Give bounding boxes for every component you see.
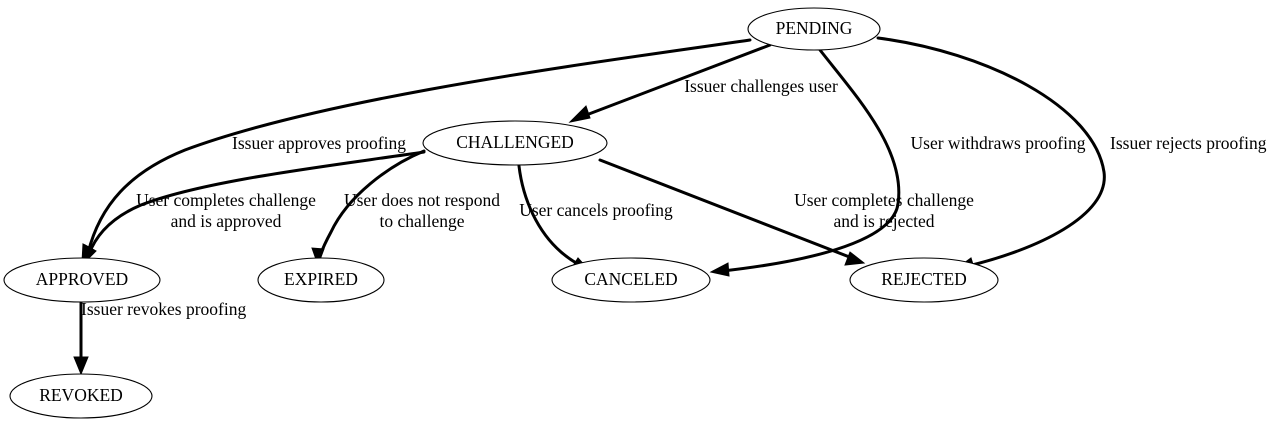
node-pending[interactable]: PENDING bbox=[747, 7, 881, 51]
node-label-canceled: CANCELED bbox=[584, 269, 677, 289]
edge-label-user-withdraws-proofing: User withdraws proofing bbox=[911, 133, 1086, 153]
edge-challenged-expired bbox=[311, 149, 426, 267]
node-ellipse-challenged[interactable] bbox=[422, 120, 608, 166]
edge-label-completes-rejected-line2: and is rejected bbox=[833, 211, 934, 231]
node-canceled[interactable]: CANCELED bbox=[551, 257, 711, 303]
node-revoked[interactable]: REVOKED bbox=[9, 373, 153, 419]
node-rejected[interactable]: REJECTED bbox=[849, 257, 999, 303]
node-ellipse-pending[interactable] bbox=[747, 7, 881, 51]
edge-label-issuer-revokes-proofing: Issuer revokes proofing bbox=[81, 299, 246, 319]
node-ellipse-canceled[interactable] bbox=[551, 257, 711, 303]
edge-label-completes-approved-line1: User completes challenge bbox=[136, 190, 316, 210]
node-challenged[interactable]: CHALLENGED bbox=[422, 120, 608, 166]
arrowhead-approved-revoked bbox=[73, 356, 89, 376]
edge-path-challenged-canceled bbox=[517, 164, 582, 267]
node-ellipse-expired[interactable] bbox=[257, 257, 385, 303]
edge-label-user-cancels-proofing: User cancels proofing bbox=[519, 200, 673, 220]
edge-path-pending-challenged bbox=[579, 43, 772, 119]
node-ellipse-rejected[interactable] bbox=[849, 257, 999, 303]
edge-path-pending-rejected bbox=[876, 36, 1106, 268]
edge-label-completes-rejected-line1: User completes challenge bbox=[794, 190, 974, 210]
edge-path-challenged-approved bbox=[87, 150, 426, 256]
node-ellipse-approved[interactable] bbox=[3, 257, 161, 303]
node-approved[interactable]: APPROVED bbox=[3, 257, 161, 303]
edge-label-no-respond-line2: to challenge bbox=[379, 211, 464, 231]
edge-path-pending-approved bbox=[86, 38, 752, 255]
node-ellipse-revoked[interactable] bbox=[9, 373, 153, 419]
edge-label-issuer-approves-proofing: Issuer approves proofing bbox=[232, 133, 406, 153]
node-label-rejected: REJECTED bbox=[881, 269, 967, 289]
edge-challenged-rejected bbox=[598, 158, 866, 266]
edge-label-issuer-challenges-user: Issuer challenges user bbox=[684, 76, 838, 96]
arrowhead-challenged-rejected bbox=[844, 251, 866, 266]
edge-path-challenged-rejected bbox=[598, 158, 854, 260]
edge-pending-challenged bbox=[568, 43, 772, 123]
node-label-pending: PENDING bbox=[776, 18, 853, 38]
node-label-approved: APPROVED bbox=[36, 269, 128, 289]
edge-path-pending-canceled bbox=[721, 48, 901, 273]
edge-label-completes-approved-line2: and is approved bbox=[171, 211, 282, 231]
edge-label-no-respond-line1: User does not respond bbox=[344, 190, 500, 210]
node-expired[interactable]: EXPIRED bbox=[257, 257, 385, 303]
arrowhead-pending-canceled bbox=[709, 262, 730, 277]
node-label-expired: EXPIRED bbox=[284, 269, 358, 289]
edge-pending-canceled bbox=[709, 48, 901, 277]
node-label-challenged: CHALLENGED bbox=[456, 132, 574, 152]
node-label-revoked: REVOKED bbox=[39, 385, 123, 405]
edge-approved-revoked bbox=[73, 301, 89, 376]
edge-pending-rejected bbox=[876, 36, 1106, 272]
arrowhead-challenged-expired bbox=[311, 247, 325, 267]
arrowhead-pending-challenged bbox=[568, 105, 591, 123]
edge-label-issuer-rejects-proofing: Issuer rejects proofing bbox=[1110, 133, 1267, 153]
